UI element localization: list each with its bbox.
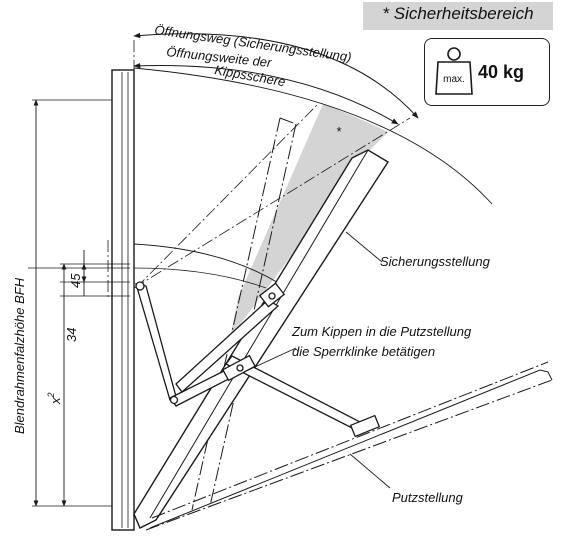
dimension-x-base: x (48, 397, 63, 405)
weight-icon: max. (435, 47, 473, 95)
safety-zone (230, 104, 388, 338)
safety-zone-asterisk: * (336, 124, 342, 139)
sash-safety-position (133, 149, 389, 529)
weight-icon-text: max. (443, 74, 465, 85)
dimension-45: 45 (68, 273, 83, 288)
cleaning-position-label: Putzstellung (392, 490, 464, 505)
tilt-scissor-arm (135, 281, 381, 438)
dimension-extension-lines (28, 99, 130, 507)
instruction-line-2: die Sperrklinke betätigen (292, 344, 435, 359)
sash-ghost (191, 117, 297, 511)
dimension-lines (33, 99, 87, 507)
instruction-line-1: Zum Kippen in die Putzstellung (291, 324, 472, 339)
dimension-x-sup: 2 (46, 392, 56, 398)
safety-position-label: Sicherungsstellung (380, 254, 491, 269)
sash-cleaning-position (145, 361, 553, 531)
dimension-34: 34 (64, 328, 79, 342)
safety-zone-legend-text: * Sicherheitsbereich (382, 4, 534, 23)
opening-arcs (133, 32, 493, 299)
dimension-x: x2 (46, 392, 63, 405)
window-frame (111, 69, 135, 531)
frame-height-label: Blendrahmenfalzhöhe BFH (12, 277, 27, 434)
leader-lines (243, 231, 391, 489)
weight-value: 40 kg (478, 62, 525, 82)
safety-zone-legend (363, 2, 553, 30)
